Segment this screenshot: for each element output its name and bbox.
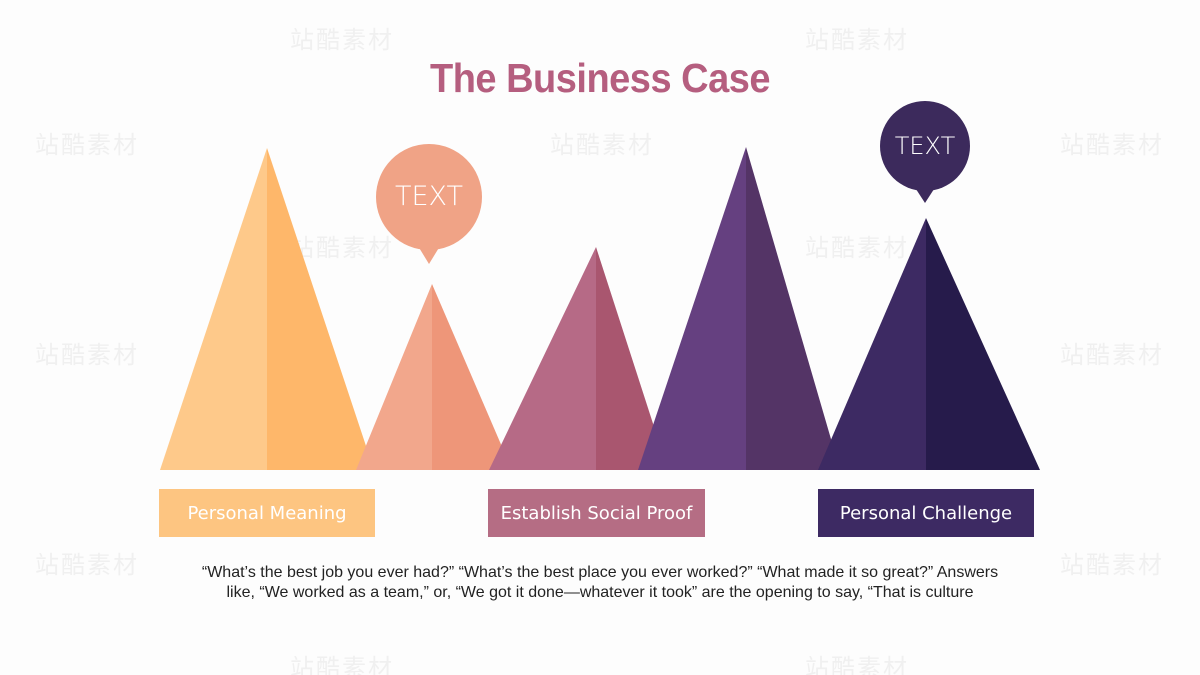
label-establish-social-proof: Establish Social Proof: [488, 489, 705, 537]
speech-bubble-salmon: [376, 144, 482, 264]
bubble-text-salmon: TEXT: [394, 181, 464, 212]
caption: “What’s the best job you ever had?” “Wha…: [160, 563, 1040, 603]
triangle-purple: [638, 147, 840, 470]
slide-title: The Business Case: [430, 56, 770, 102]
triangle-salmon: [356, 284, 512, 470]
label-personal-challenge: Personal Challenge: [818, 489, 1034, 537]
triangle-personal-meaning: [160, 148, 374, 470]
label-personal-meaning: Personal Meaning: [159, 489, 375, 537]
label-text: Personal Meaning: [187, 502, 347, 524]
caption-line: “What’s the best job you ever had?” “Wha…: [201, 564, 999, 581]
caption-line: like, “We worked as a team,” or, “We got…: [226, 584, 974, 601]
speech-bubble-indigo: [880, 101, 970, 203]
label-text: Establish Social Proof: [500, 502, 693, 524]
label-text: Personal Challenge: [839, 502, 1013, 524]
bubble-text-indigo: TEXT: [894, 132, 956, 160]
triangle-personal-challenge: [818, 218, 1040, 470]
triangle-establish-social-proof: [489, 247, 668, 470]
